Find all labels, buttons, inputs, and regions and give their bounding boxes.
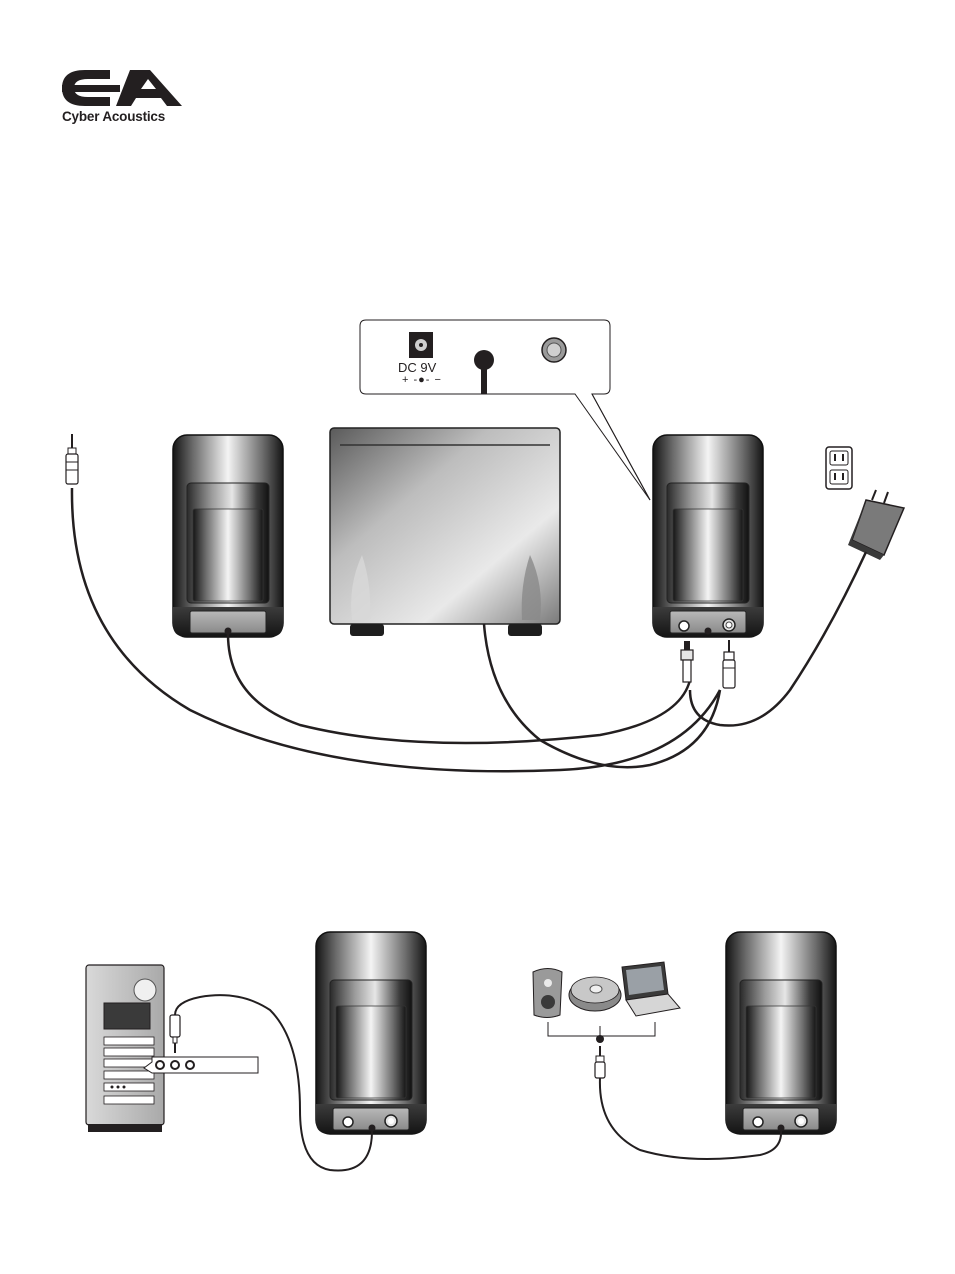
laptop-icon: [622, 962, 680, 1016]
desktop-tower-icon: [86, 965, 164, 1132]
wall-outlet-icon: [826, 447, 852, 489]
device-bracket: [548, 1022, 655, 1036]
ac-power-adapter-icon: [848, 490, 904, 560]
right-satellite-speaker: [653, 435, 763, 637]
cyber-acoustics-logo-icon: [62, 70, 182, 106]
cd-player-icon: [569, 977, 621, 1011]
subwoofer: [330, 428, 560, 636]
bottom-right-speaker: [726, 932, 836, 1134]
portable-audio-plug-icon: [595, 1035, 605, 1078]
dc-power-jack-icon[interactable]: [409, 332, 433, 358]
left-satellite-speaker: [173, 435, 283, 637]
polarity-symbol-label: + -●- −: [402, 374, 442, 386]
dc-voltage-label: DC 9V: [398, 360, 436, 375]
left-speaker-cable-port: [225, 628, 232, 635]
sound-card-callout: [144, 1057, 258, 1073]
bottom-left-speaker: [316, 932, 426, 1134]
volume-knob-icon[interactable]: [542, 338, 566, 362]
input-audio-plug-icon: [66, 434, 78, 484]
mp3-player-icon: [533, 969, 562, 1018]
brand-name: Cyber Acoustics: [62, 109, 165, 124]
pc-audio-plug-icon: [170, 1015, 180, 1053]
audio-plug-icon: [723, 640, 735, 688]
rca-plug-icon: [681, 641, 693, 682]
